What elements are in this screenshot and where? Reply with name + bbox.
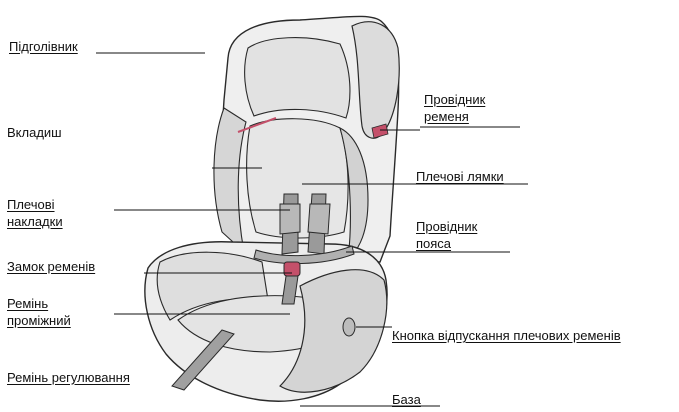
label-lap-guide-line2: пояса xyxy=(416,236,451,252)
label-lap-guide-line1: Провідник xyxy=(416,219,477,235)
label-belt-guide-line2: ременя xyxy=(424,109,469,125)
left-shoulder-pad xyxy=(280,204,300,234)
label-buckle: Замок ременів xyxy=(7,259,95,274)
label-adjust-strap: Ремінь регулювання xyxy=(7,370,130,385)
right-shoulder-pad xyxy=(308,204,330,234)
label-belt-guide-line1: Провідник xyxy=(424,92,485,108)
label-release-button: Кнопка відпускання плечових ременів xyxy=(392,328,621,343)
label-shoulder-straps: Плечові лямки xyxy=(416,169,504,184)
label-base: База xyxy=(392,392,421,407)
label-headrest: Підголівник xyxy=(9,39,78,54)
buckle-shape xyxy=(284,262,300,276)
label-crotch-strap-line2: проміжний xyxy=(7,313,71,329)
label-shoulder-pads-line1: Плечові xyxy=(7,197,55,213)
headrest-cushion xyxy=(245,38,350,118)
release-button-shape xyxy=(343,318,355,336)
label-crotch-strap-line1: Ремінь xyxy=(7,296,48,312)
label-insert: Вкладиш xyxy=(7,125,62,140)
label-shoulder-pads-line2: накладки xyxy=(7,214,63,230)
